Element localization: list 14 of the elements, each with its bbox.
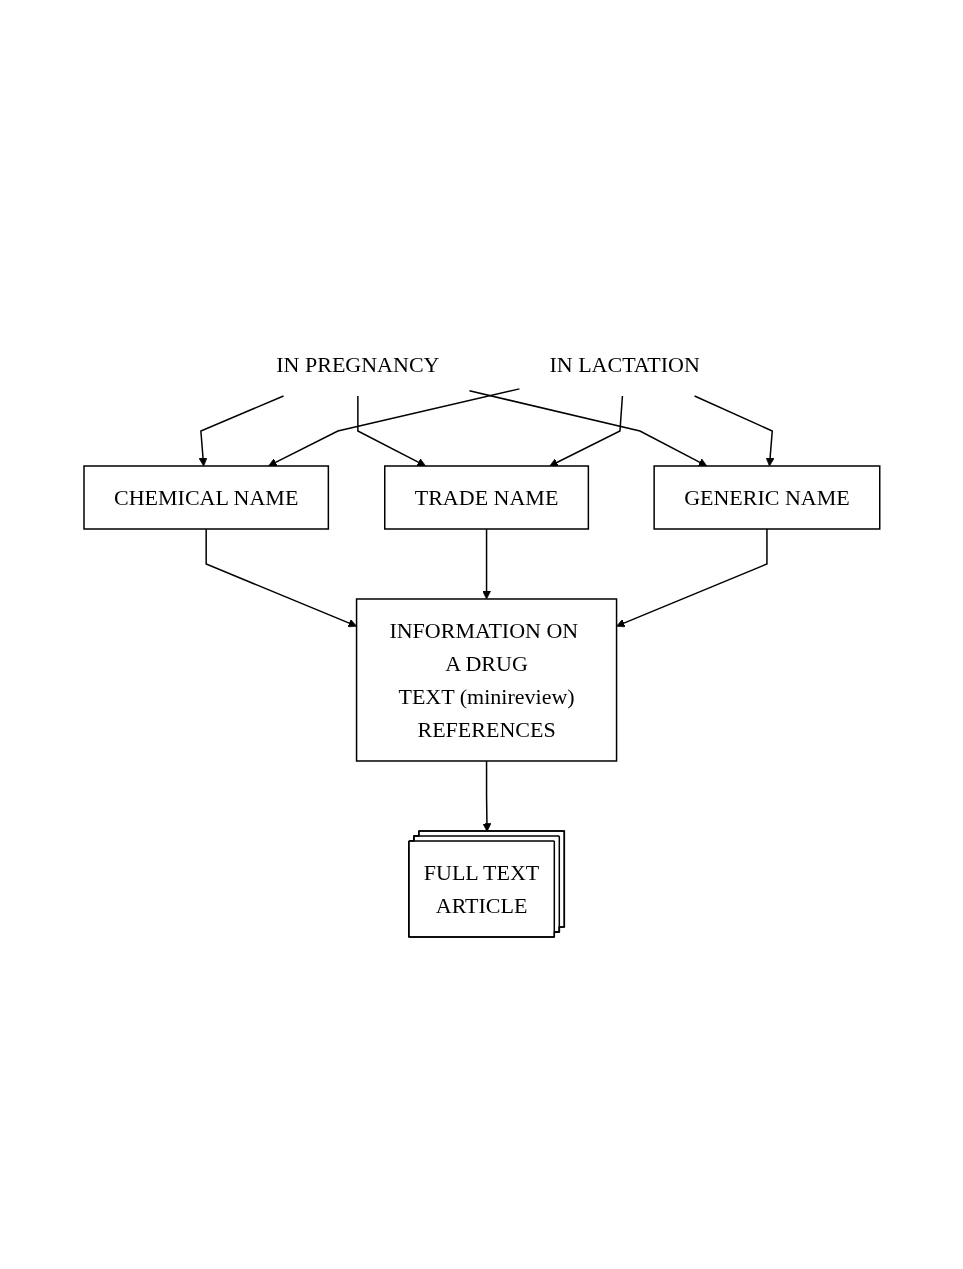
node-box: TRADE NAME — [383, 464, 589, 530]
arrow — [267, 387, 520, 466]
node-box: INFORMATION ON A DRUG TEXT (minireview) REFERENCES — [355, 597, 617, 762]
arrow — [198, 394, 284, 466]
node-text: IN LACTATION — [549, 351, 700, 377]
arrow — [468, 389, 707, 466]
node-box: CHEMICAL NAME — [82, 464, 329, 530]
node-box: GENERIC NAME — [653, 464, 881, 530]
arrow — [356, 394, 426, 466]
arrow — [693, 394, 775, 466]
node-text: IN PREGNANCY — [275, 351, 440, 377]
arrow — [548, 394, 623, 466]
arrow — [205, 527, 357, 627]
arrow — [481, 527, 491, 599]
